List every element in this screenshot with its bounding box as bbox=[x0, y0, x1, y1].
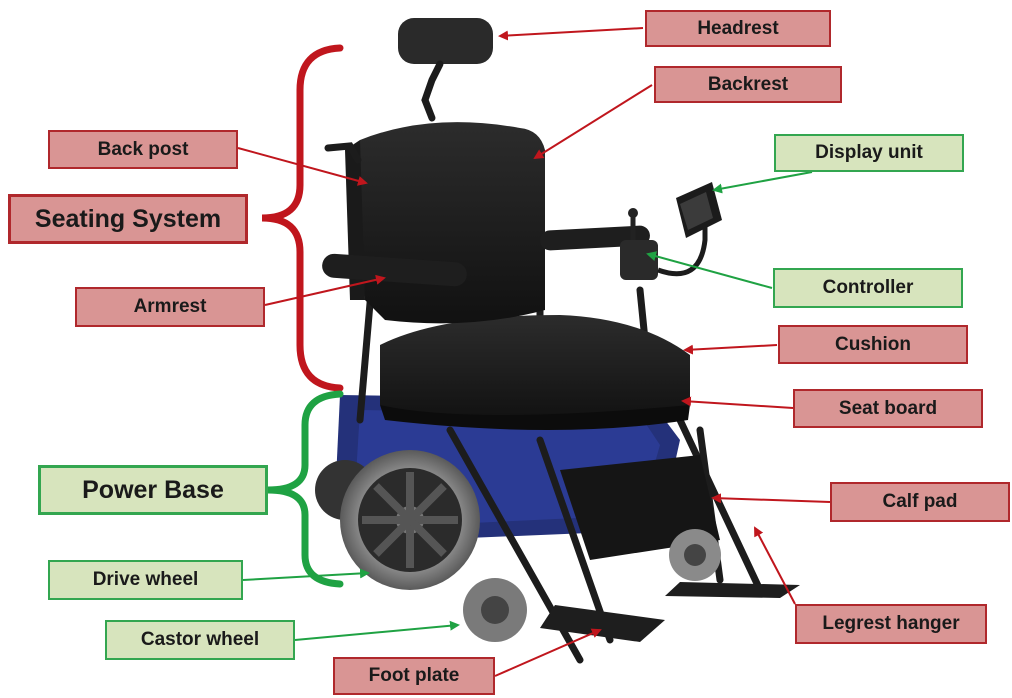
drive-wheel-arrow bbox=[243, 573, 368, 580]
calf-pad-label: Calf pad bbox=[830, 482, 1010, 522]
cushion-shape bbox=[380, 315, 690, 422]
calf-pad-arrow bbox=[713, 498, 830, 502]
seat-board-arrow bbox=[683, 401, 793, 408]
headrest-shape bbox=[398, 18, 493, 64]
seating-system-label: Seating System bbox=[8, 194, 248, 244]
controller-label: Controller bbox=[773, 268, 963, 308]
backrest-label: Backrest bbox=[654, 66, 842, 103]
power-base-label: Power Base bbox=[38, 465, 268, 515]
wheelchair-body bbox=[315, 18, 800, 660]
cushion-arrow bbox=[685, 345, 777, 350]
seat-board-label: Seat board bbox=[793, 389, 983, 428]
controller-shape bbox=[620, 240, 658, 280]
castor-wheel-arrow bbox=[295, 625, 458, 640]
drive-wheel-label: Drive wheel bbox=[48, 560, 243, 600]
display-unit-arrow bbox=[714, 172, 812, 190]
backrest-arrow bbox=[535, 85, 652, 158]
castor-wheel-label: Castor wheel bbox=[105, 620, 295, 660]
back-post-label: Back post bbox=[48, 130, 238, 169]
display-unit-label: Display unit bbox=[774, 134, 964, 172]
cushion-label: Cushion bbox=[778, 325, 968, 364]
foot-plate-label: Foot plate bbox=[333, 657, 495, 695]
headrest-arrow bbox=[500, 28, 643, 36]
drive-wheel-shape bbox=[340, 450, 480, 590]
headrest-label: Headrest bbox=[645, 10, 831, 47]
backrest-shape bbox=[358, 122, 545, 323]
seating-system-brace bbox=[262, 48, 340, 388]
legrest-hanger-label: Legrest hanger bbox=[795, 604, 987, 644]
armrest-label: Armrest bbox=[75, 287, 265, 327]
